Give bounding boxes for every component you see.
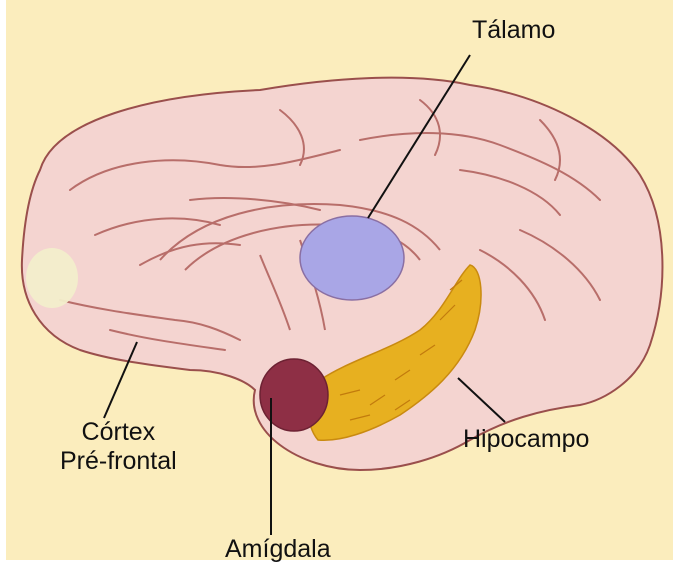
thalamus-label: Tálamo bbox=[472, 16, 555, 45]
hippocampus-label: Hipocampo bbox=[463, 425, 589, 454]
amygdala-label: Amígdala bbox=[225, 535, 331, 564]
prefrontal-cortex-label: Córtex Pré-frontal bbox=[60, 418, 177, 476]
prefrontal-cortex-label-line1: Córtex bbox=[60, 418, 177, 447]
prefrontal-cortex-label-line2: Pré-frontal bbox=[60, 447, 177, 476]
thalamus-region bbox=[300, 216, 404, 300]
prefrontal-cortex-region bbox=[26, 248, 78, 308]
